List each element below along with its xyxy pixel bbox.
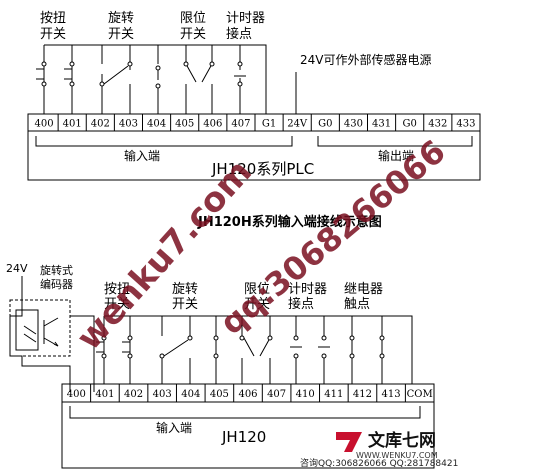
d1-label-button-line1: 按扭 [40, 11, 66, 26]
d2-contact-dots [101, 335, 385, 359]
d2-terminal-404: 404 [181, 389, 200, 400]
d2-label-timer-line1: 计时器 [288, 282, 327, 297]
d2-terminal-410: 410 [296, 389, 315, 400]
d1-terminal-407: 407 [231, 119, 250, 130]
d1-terminal-404: 404 [147, 119, 166, 130]
d1-switch-gaps [38, 64, 246, 88]
d2-label-rotary-switch: 旋转 开关 [172, 282, 202, 312]
brand-url: WWW.WENKU7.COM [356, 451, 438, 460]
d1-label-button-line2: 开关 [40, 27, 66, 42]
d1-terminal-403: 403 [119, 119, 138, 130]
d2-terminal-strip: 400 401 402 403 404 405 406 407 410 411 412 413 COM [67, 384, 433, 402]
d1-output-label: 输出端 [378, 148, 414, 163]
d1-contact-dots [41, 61, 243, 89]
d2-terminal-com: COM [407, 389, 433, 400]
d1-terminal-430: 430 [344, 119, 363, 130]
d2-terminal-411: 411 [324, 389, 343, 400]
d2-label-timer-line2: 接点 [288, 296, 314, 312]
d2-plc-box [61, 383, 435, 469]
d2-terminal-402: 402 [124, 389, 143, 400]
d1-plc-label: JH120系列PLC [211, 160, 314, 178]
d2-label-button-line1: 按扭 [104, 282, 130, 297]
d2-phototransistor [23, 317, 59, 347]
d2-terminal-401: 401 [95, 389, 114, 400]
d1-caption: JH120H系列输入端接线示意图 [197, 214, 382, 230]
brand-name: 文库七网 [368, 430, 436, 451]
d1-terminal-433: 433 [456, 119, 475, 130]
d1-label-timer-line1: 计时器 [226, 11, 265, 26]
d1-pushbutton-2 [64, 64, 73, 84]
d1-power-note: 24V可作外部传感器电源 [300, 52, 431, 67]
d1-label-button-switch: 按扭 开关 [40, 11, 70, 42]
brand-logo-mark [336, 432, 362, 452]
d1-label-rotary-line2: 开关 [108, 27, 134, 42]
d1-terminal-g0: G0 [318, 119, 332, 130]
d1-output-bracket [317, 136, 473, 147]
d1-label-limit-line1: 限位 [180, 11, 206, 26]
d1-terminal-g0: G0 [403, 119, 417, 130]
d2-encoder-line1: 旋转式 [40, 263, 73, 277]
d2-label-relay-line2: 触点 [344, 297, 370, 312]
d2-common-bus [104, 315, 413, 384]
d2-label-relay-contact: 继电器 触点 [344, 282, 387, 312]
d2-terminal-403: 403 [153, 389, 172, 400]
d1-common-bus [44, 44, 267, 114]
d1-label-rotary-switch: 旋转 开关 [108, 11, 138, 42]
d2-encoder-label: 旋转式 编码器 [40, 263, 77, 291]
d2-input-label: 输入端 [156, 420, 192, 435]
d1-terminal-406: 406 [203, 119, 222, 130]
d2-label-limit-line2: 开关 [244, 297, 270, 312]
d1-label-timer-contact: 计时器 接点 [226, 11, 269, 42]
d1-terminal-432: 432 [428, 119, 447, 130]
d1-label-limit-switch: 限位 开关 [180, 11, 210, 42]
d1-terminal-400: 400 [35, 119, 54, 130]
d1-label-limit-line2: 开关 [180, 27, 206, 42]
brand-logo: 文库七网 WWW.WENKU7.COM [336, 430, 438, 460]
d2-label-rotary-line1: 旋转 [172, 282, 198, 297]
d1-input-bracket [35, 136, 293, 147]
d2-switch-symbols [96, 337, 383, 357]
d2-encoder-element [15, 309, 39, 351]
d2-terminal-412: 412 [353, 389, 372, 400]
d1-label-rotary-line1: 旋转 [108, 11, 134, 26]
d1-terminal-405: 405 [175, 119, 194, 130]
d2-plc-label: JH120 [221, 428, 266, 446]
d2-supply-label: 24V [6, 262, 28, 275]
d1-terminal-401: 401 [63, 119, 82, 130]
d2-label-limit-line1: 限位 [244, 282, 270, 297]
d1-terminal-strip: 400 401 402 403 404 405 406 407 G1 24V G0 430 431 G0 4… [35, 114, 475, 131]
d2-terminal-405: 405 [210, 389, 229, 400]
d1-terminal-24v: 24V [287, 119, 308, 130]
d1-input-label: 输入端 [124, 148, 160, 163]
contact-info: 咨询QQ:306826066 QQ:281788421 [300, 457, 458, 469]
d1-plc-box [27, 113, 481, 181]
d1-label-timer-line2: 接点 [226, 26, 252, 42]
d2-terminal-413: 413 [382, 389, 401, 400]
d1-terminal-402: 402 [91, 119, 110, 130]
d1-pushbutton-1 [36, 64, 45, 84]
d2-terminal-400: 400 [67, 389, 86, 400]
d1-terminal-g1: G1 [262, 119, 276, 130]
d2-encoder-line2: 编码器 [40, 277, 73, 291]
d2-label-button-switch: 按扭 开关 [104, 282, 134, 312]
d2-label-timer-contact: 计时器 接点 [288, 282, 331, 312]
d1-terminal-431: 431 [372, 119, 391, 130]
d2-label-rotary-line2: 开关 [172, 297, 198, 312]
d2-label-button-line2: 开关 [104, 297, 130, 312]
d2-input-bracket [69, 406, 421, 419]
d2-label-limit-switch: 限位 开关 [244, 282, 274, 312]
d2-label-relay-line1: 继电器 [344, 282, 383, 297]
d1-limit [185, 63, 213, 83]
d2-terminal-407: 407 [267, 389, 286, 400]
d2-encoder-dashed-box [9, 299, 71, 357]
d2-terminal-406: 406 [238, 389, 257, 400]
